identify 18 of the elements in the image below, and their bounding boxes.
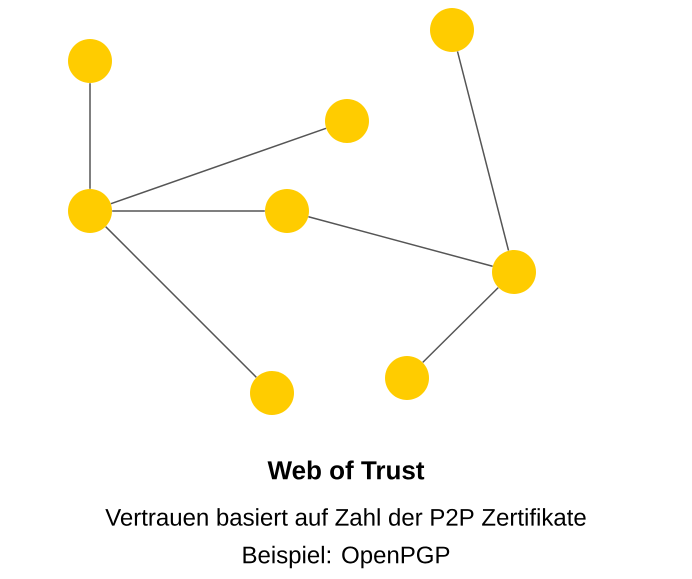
caption-text: Beispiel: OpenPGP — [243, 546, 450, 568]
connector-line — [112, 210, 265, 212]
connector-line — [110, 128, 326, 204]
connector-line — [456, 51, 510, 251]
circle-node — [325, 99, 369, 143]
circle-node — [492, 250, 536, 294]
circle-node — [68, 189, 112, 233]
circle-node — [265, 189, 309, 233]
connector-line — [308, 216, 493, 267]
connector-line — [89, 83, 91, 189]
circle-node — [385, 356, 429, 400]
circle-node — [430, 8, 474, 52]
circle-node — [250, 371, 294, 415]
connector-line — [422, 287, 499, 363]
title: Web of Trust — [268, 460, 424, 480]
connector-line — [105, 226, 257, 378]
caption-text: Vertrauen basiert auf Zahl der P2P Zertifikate — [105, 508, 586, 526]
circle-node — [68, 39, 112, 83]
